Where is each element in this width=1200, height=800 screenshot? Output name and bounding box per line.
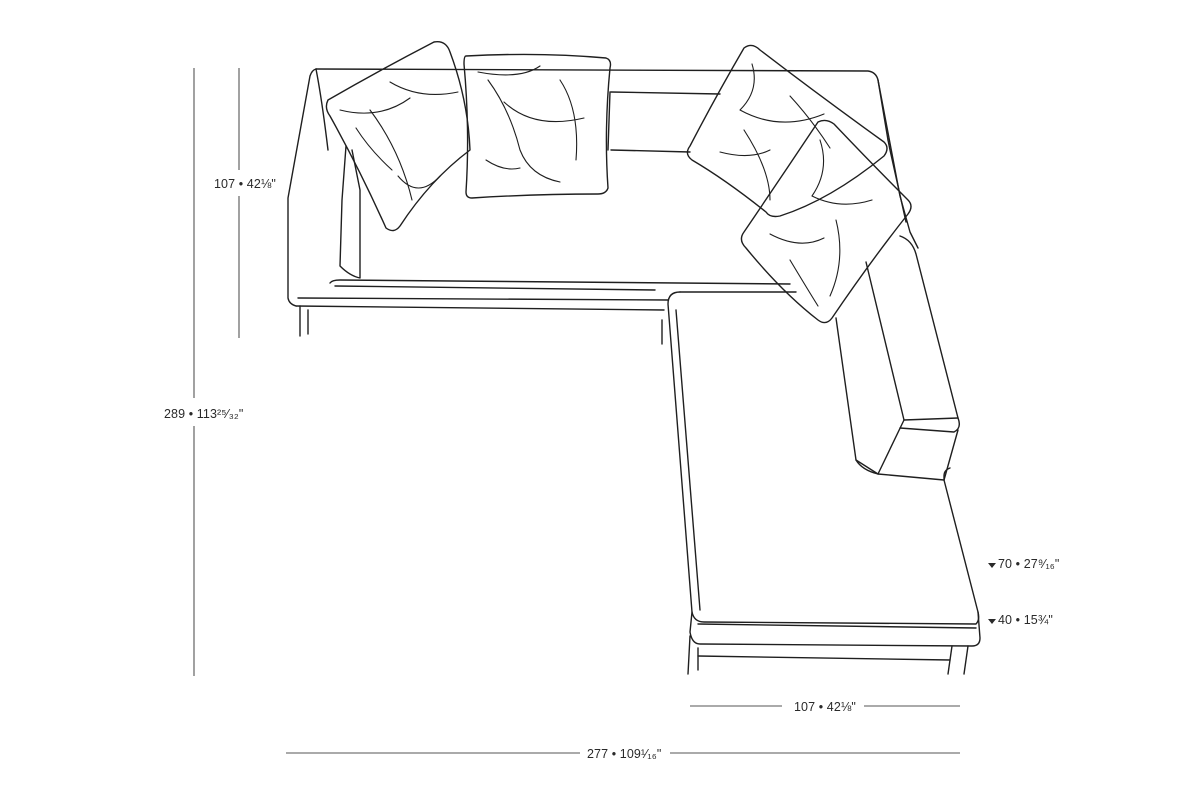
sectional-sofa-drawing: [287, 41, 981, 675]
main-seat-lower-edge: [334, 285, 656, 291]
chaise-arm-top: [899, 235, 961, 433]
back-height-label: 70 • 27⁹⁄₁₆": [998, 557, 1059, 571]
dimension-lines: [193, 68, 960, 754]
chaise-arm-inner: [855, 261, 905, 475]
pillow-1: [325, 41, 471, 232]
pillow-2: [463, 53, 612, 199]
pillow-3: [686, 44, 888, 218]
chaise-leg-right-a: [947, 645, 953, 675]
chaise-width-label: 107 • 42⅛": [794, 700, 856, 714]
seat-depth-label: 107 • 42⅛": [214, 177, 276, 191]
back-height-marker-icon: [988, 563, 996, 568]
sofa-right-back-outer: [877, 79, 919, 249]
chaise-base-rail: [697, 655, 951, 661]
sofa-right-back-inner: [887, 139, 907, 223]
chaise-leg-left-a: [687, 635, 691, 675]
sofa-left-arm-side: [339, 145, 361, 279]
sofa-left-arm-inner: [315, 68, 329, 151]
chaise-arm-side: [835, 317, 879, 475]
pillow-4: [740, 119, 912, 324]
sofa-back-top-edge: [315, 68, 889, 141]
chaise-leg-right-b: [963, 645, 969, 675]
sofa-inner-back-panel: [607, 91, 721, 153]
chaise-seat-front-edge: [697, 623, 977, 629]
total-width-label: 277 • 109¹⁄₁₆": [587, 747, 661, 761]
sofa-left-arm-outer: [287, 68, 317, 307]
main-seat-cushion-front: [295, 297, 669, 311]
seat-height-marker-icon: [988, 619, 996, 624]
chaise-seat-front: [689, 611, 981, 647]
main-seat-front-edge: [329, 279, 791, 285]
chaise-arm-end: [943, 467, 951, 481]
chaise-seat-top: [667, 291, 980, 625]
seat-height-label: 40 • 15¾": [998, 613, 1053, 627]
total-depth-label: 289 • 113²⁵⁄₃₂": [164, 407, 243, 421]
chaise-seat-inner-line: [675, 309, 701, 611]
